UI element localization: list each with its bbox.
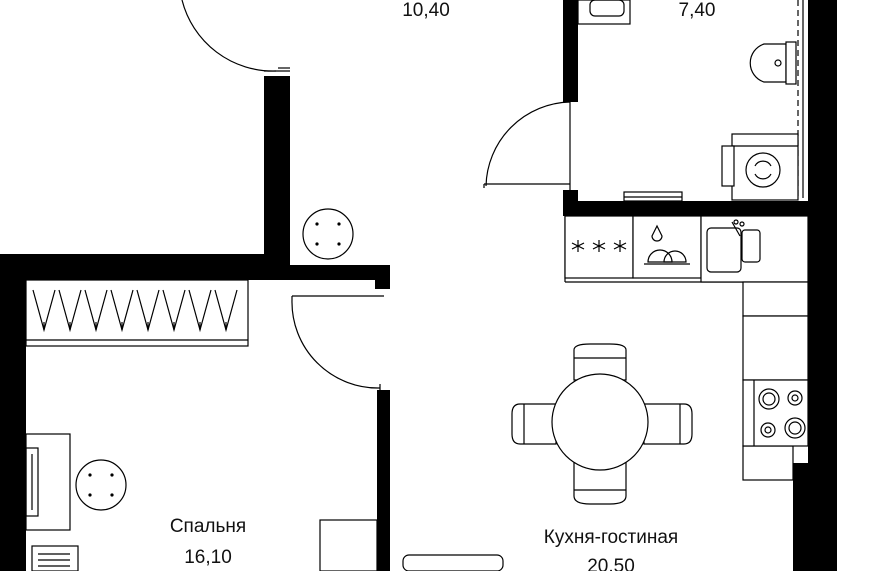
wall-left: [0, 254, 26, 571]
wall-right-upper: [808, 0, 837, 463]
wall-hall-stub-end: [375, 265, 390, 289]
wall-bedroom-right: [377, 390, 390, 571]
radiator: [623, 191, 683, 202]
room-name-bedroom: Спальня: [170, 516, 246, 537]
washing-machine-icon: [721, 133, 799, 201]
snowflake-stars-icon: [564, 215, 634, 279]
wall-vertical-center: [264, 76, 290, 280]
toilet-icon: [749, 41, 797, 85]
room-area-top-left: 10,40: [402, 0, 450, 21]
shower-screen: [797, 0, 804, 198]
room-area-bedroom: 16,10: [184, 547, 232, 568]
room-area-bathroom: 7,40: [679, 0, 716, 21]
wall-bath-left: [563, 0, 578, 102]
door-bedroom: [291, 295, 384, 390]
table-four-chairs-icon: [511, 343, 693, 505]
hangers-icon: [25, 279, 249, 347]
bedroom-shelf: [31, 545, 79, 571]
room-name-living: Кухня-гостиная: [544, 527, 678, 548]
bedroom-bed: [319, 519, 378, 571]
wall-hall-stub: [290, 265, 390, 280]
room-area-living: 20,50: [587, 556, 635, 571]
dishes-drop-icon: [632, 215, 702, 279]
wall-bedroom-top: [0, 254, 290, 280]
door-bathroom: [483, 98, 571, 190]
walls: [0, 0, 837, 571]
door-top-left: [181, 0, 290, 72]
floor-drain-hall: [302, 208, 354, 260]
sofa: [402, 554, 504, 571]
kitchen-side-counter: [742, 281, 809, 481]
wall-bath-bottom: [563, 201, 813, 216]
bedroom-desk: [25, 433, 71, 531]
floor-drain-bedroom: [75, 459, 127, 511]
sink-faucet-icon: [700, 215, 809, 283]
four-burner-stove-icon: [742, 379, 809, 447]
bath-sink: [577, 0, 631, 25]
wall-right-lower: [793, 463, 837, 571]
